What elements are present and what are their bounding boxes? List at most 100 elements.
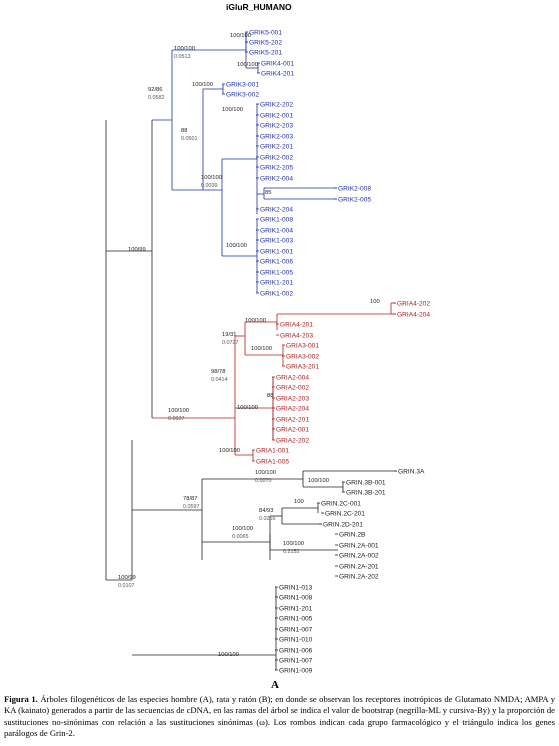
leaf-label: GRIA2-002 [276, 384, 309, 391]
leaf-label: GRIA1-005 [256, 458, 289, 465]
leaf-label: GRIK1-003 [260, 237, 293, 244]
leaf-label: GRIN.2B [339, 531, 366, 538]
omega-label: 0.0107 [118, 583, 135, 589]
leaf-label: GRIN1-006 [279, 647, 313, 654]
bootstrap-label: 100/100 [222, 107, 243, 113]
leaf-label: GRIK1-001 [260, 248, 293, 255]
phylogenetic-tree: iGluR_HUMANO GRIK5-001GRIK5-202GRIK5-201… [105, 2, 430, 674]
leaf-label: GRIN.3B-201 [346, 489, 386, 496]
figure-caption: Figura 1. Árboles filogenéticos de las e… [4, 694, 555, 739]
leaf-label: GRIA4-201 [280, 321, 313, 328]
leaf-label: GRIK2-003 [260, 133, 293, 140]
leaf-label: GRIK3-001 [226, 81, 259, 88]
bootstrap-label: 100/100 [245, 318, 266, 324]
bootstrap-label: 100/99 [128, 247, 146, 253]
leaf-label: GRIK4-201 [261, 70, 294, 77]
leaf-label: GRIN1-010 [279, 636, 313, 643]
omega-label: 0.0727 [222, 340, 239, 346]
bootstrap-label: 100/100 [226, 243, 247, 249]
omega-label: 0.0255 [259, 516, 276, 522]
bootstrap-label: 100/100 [218, 652, 239, 658]
bootstrap-label: 100/100 [308, 478, 329, 484]
bootstrap-label: 100/100 [230, 33, 251, 39]
bootstrap-label: 100/100 [232, 526, 253, 532]
leaf-label: GRIK3-002 [226, 91, 259, 98]
leaf-label: GRIK1-008 [260, 216, 293, 223]
leaf-label: GRIN.3B-001 [346, 479, 386, 486]
leaf-label: GRIK2-001 [260, 112, 293, 119]
tree-branches [105, 31, 397, 671]
leaf-label: GRIK4-001 [261, 60, 294, 67]
leaf-label: GRIN.2A-201 [339, 563, 379, 570]
bootstrap-label: 100/100 [237, 62, 258, 68]
omega-label: 0.0513 [174, 54, 191, 60]
leaf-label: GRIN1-005 [279, 615, 313, 622]
leaf-label: GRIA2-201 [276, 416, 309, 423]
leaf-label: GRIA3-001 [286, 342, 319, 349]
bootstrap-label: 92/86 [148, 87, 163, 93]
omega-label: 0.0501 [181, 136, 198, 142]
bootstrap-label: 100/100 [174, 46, 195, 52]
bootstrap-label: 100/100 [219, 448, 240, 454]
leaf-label: GRIN.2A-002 [339, 552, 379, 559]
tree-node-labels: 100/100 0.0513 100/100 100/100 92/86 0.0582 10… [118, 33, 380, 658]
leaf-label: GRIA2-001 [276, 426, 309, 433]
leaf-label: GRIN.2A-001 [339, 542, 379, 549]
leaf-label: GRIN1-008 [279, 594, 313, 601]
leaf-label: GRIN.2D-201 [323, 521, 363, 528]
omega-label: 0.0582 [148, 95, 165, 101]
tree-title: iGluR_HUMANO [226, 2, 292, 12]
omega-label: 0.0597 [183, 504, 200, 510]
bootstrap-label: 100/100 [283, 541, 304, 547]
leaf-label: GRIA2-004 [276, 374, 309, 381]
leaf-label: GRIK1-005 [260, 269, 293, 276]
leaf-label: GRIA4-202 [397, 300, 430, 307]
leaf-label: GRIK2-002 [260, 154, 293, 161]
leaf-label: GRIA3-201 [286, 363, 319, 370]
omega-label: 0.0037 [168, 416, 185, 422]
leaf-label: GRIK1-002 [260, 290, 293, 297]
leaf-label: GRIA2-202 [276, 437, 309, 444]
bootstrap-label: 98/78 [211, 369, 226, 375]
leaf-label: GRIN1-013 [279, 584, 313, 591]
leaf-label: GRIN1-009 [279, 667, 313, 674]
bootstrap-label: 100/100 [192, 82, 213, 88]
leaf-label: GRIK2-202 [260, 101, 293, 108]
leaf-label: GRIN1-007 [279, 626, 313, 633]
leaf-label: GRIA4-204 [397, 311, 430, 318]
leaf-label: GRIK2-204 [260, 206, 293, 213]
tree-leaf-labels: GRIK5-001GRIK5-202GRIK5-201GRIK4-001GRIK… [226, 29, 430, 674]
caption-label: Figura 1. [4, 694, 38, 704]
bootstrap-label: 100/100 [201, 175, 222, 181]
leaf-label: GRIN1-201 [279, 605, 313, 612]
leaf-label: GRIK5-201 [249, 49, 282, 56]
leaf-label: GRIK2-203 [260, 122, 293, 129]
bootstrap-label: 100 [294, 499, 304, 505]
bootstrap-label: 85 [265, 190, 271, 196]
omega-label: 0.0070 [255, 478, 272, 484]
leaf-label: GRIK5-202 [249, 39, 282, 46]
leaf-label: GRIA2-203 [276, 395, 309, 402]
bootstrap-label: 88 [181, 128, 187, 134]
leaf-label: GRIK2-004 [260, 175, 293, 182]
omega-label: 0.0065 [232, 534, 249, 540]
bootstrap-label: 19/31 [222, 332, 237, 338]
omega-label: 0.0414 [211, 377, 228, 383]
leaf-label: GRIK2-005 [338, 196, 371, 203]
bootstrap-label: 100/99 [118, 575, 136, 581]
bootstrap-label: 100/100 [168, 408, 189, 414]
leaf-label: GRIK1-004 [260, 227, 293, 234]
leaf-label: GRIK2-008 [338, 185, 371, 192]
leaf-label: GRIK1-201 [260, 279, 293, 286]
leaf-label: GRIN1-007 [279, 657, 313, 664]
panel-letter: A [271, 679, 279, 691]
bootstrap-label: 78/87 [183, 496, 198, 502]
bootstrap-label: 100/100 [255, 470, 276, 476]
leaf-label: GRIA2-204 [276, 405, 309, 412]
bootstrap-label: 100/100 [251, 346, 272, 352]
bootstrap-label: 100/100 [237, 405, 258, 411]
bootstrap-label: 84/93 [259, 508, 274, 514]
leaf-label: GRIK1-006 [260, 258, 293, 265]
leaf-label: GRIN.2C-001 [321, 500, 361, 507]
caption-text: Árboles filogenéticos de las especies ho… [4, 694, 555, 738]
